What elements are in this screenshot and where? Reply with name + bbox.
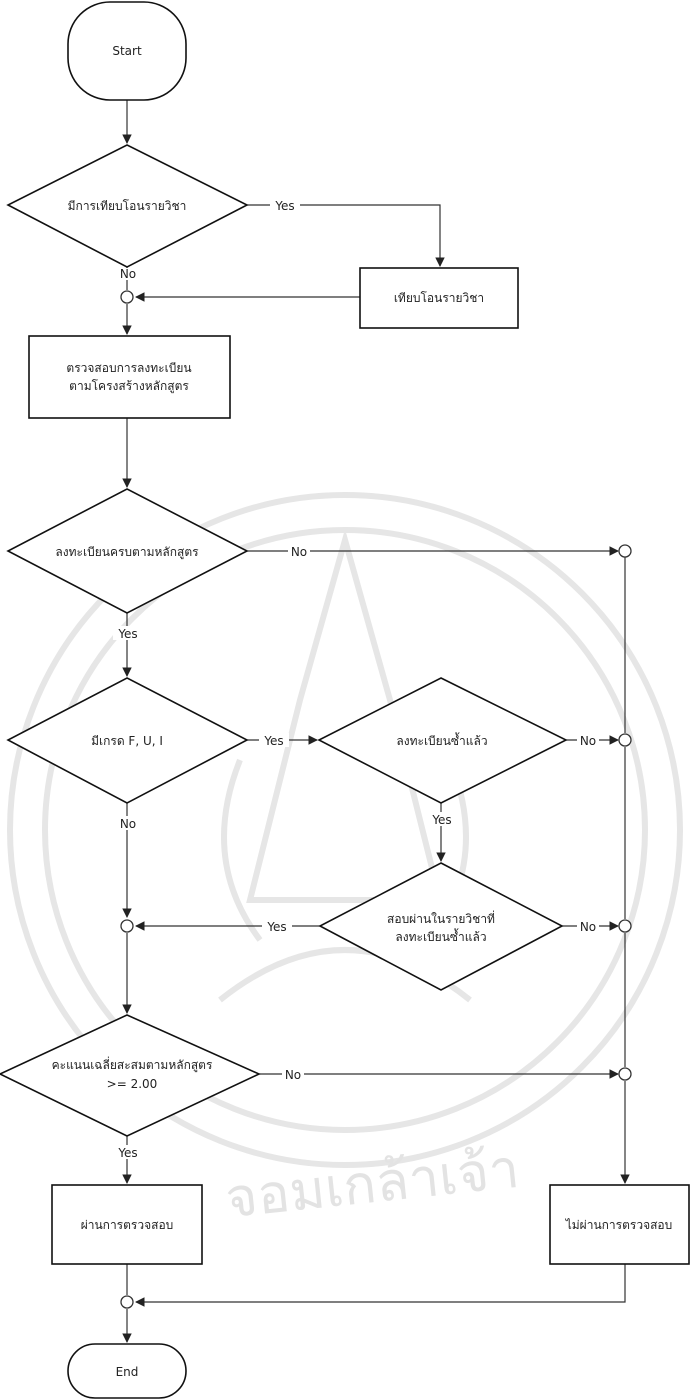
- fail-node: ไม่ผ่านการตรวจสอบ: [549, 1184, 690, 1265]
- edge-label-reregistered-yes: Yes: [431, 813, 451, 827]
- edge-label-transfer-yes: Yes: [274, 199, 294, 213]
- start-node: Start: [67, 1, 187, 101]
- decision-gpa: คะแนนเฉลี่ยสะสมตามหลักสูตร >= 2.00: [0, 1014, 261, 1137]
- junction-fail-1: [618, 544, 632, 558]
- decision-transfer: มีการเทียบโอนรายวิชา: [6, 144, 249, 268]
- junctions: [120, 290, 632, 1309]
- decision-passed: สอบผ่านในรายวิชาที่ ลงทะเบียนซ้ำแล้ว: [318, 862, 564, 991]
- decision-complete-label: ลงทะเบียนครบตามหลักสูตร: [55, 545, 199, 560]
- decision-gpa-label-line1: คะแนนเฉลี่ยสะสมตามหลักสูตร: [52, 1056, 213, 1073]
- edge-label-reregistered-no: No: [580, 734, 596, 748]
- decision-reregistered-label: ลงทะเบียนซ้ำแล้ว: [396, 732, 487, 748]
- junction-fail-4: [618, 1067, 632, 1081]
- decision-passed-label-line1: สอบผ่านในรายวิชาที่: [387, 910, 495, 926]
- junction-end-merge: [120, 1295, 134, 1309]
- check-registration-label-line1: ตรวจสอบการลงทะเบียน: [66, 361, 191, 375]
- start-label: Start: [112, 44, 142, 58]
- end-node: End: [67, 1343, 187, 1399]
- decision-transfer-label: มีการเทียบโอนรายวิชา: [68, 199, 187, 213]
- decision-complete: ลงทะเบียนครบตามหลักสูตร: [6, 488, 249, 614]
- edge-label-passed-no: No: [580, 920, 596, 934]
- edge-labels: Yes No No Yes Yes No Yes No Yes No No Ye…: [113, 198, 599, 1160]
- fail-label: ไม่ผ่านการตรวจสอบ: [565, 1218, 673, 1232]
- decision-grade-label: มีเกรด F, U, I: [91, 734, 163, 748]
- edge-label-grade-yes: Yes: [263, 734, 283, 748]
- pass-label: ผ่านการตรวจสอบ: [81, 1218, 174, 1232]
- transfer-courses-node: เทียบโอนรายวิชา: [359, 267, 519, 329]
- end-label: End: [116, 1365, 139, 1379]
- edge-label-grade-no: No: [120, 817, 136, 831]
- watermark-text: จอมเกล้าเจ้า: [223, 1137, 523, 1230]
- junction-fail-3: [618, 919, 632, 933]
- decision-passed-label-line2: ลงทะเบียนซ้ำแล้ว: [395, 928, 486, 944]
- edge-label-complete-yes: Yes: [117, 627, 137, 641]
- transfer-courses-label: เทียบโอนรายวิชา: [394, 291, 484, 305]
- junction-after-transfer: [120, 290, 134, 304]
- edge-label-transfer-no: No: [120, 267, 136, 281]
- decision-grade: มีเกรด F, U, I: [6, 677, 249, 804]
- check-registration-label-line2: ตามโครงสร้างหลักสูตร: [69, 379, 189, 394]
- decision-reregistered: ลงทะเบียนซ้ำแล้ว: [317, 677, 568, 804]
- edge-label-gpa-yes: Yes: [117, 1146, 137, 1160]
- edge-label-passed-yes: Yes: [266, 920, 286, 934]
- check-registration-node: ตรวจสอบการลงทะเบียน ตามโครงสร้างหลักสูตร: [28, 335, 231, 419]
- edge-label-complete-no: No: [291, 545, 307, 559]
- decision-gpa-label-line2: >= 2.00: [107, 1077, 158, 1091]
- pass-node: ผ่านการตรวจสอบ: [51, 1184, 203, 1265]
- edge-label-gpa-no: No: [285, 1068, 301, 1082]
- junction-fail-2: [618, 733, 632, 747]
- junction-grade-merge: [120, 919, 134, 933]
